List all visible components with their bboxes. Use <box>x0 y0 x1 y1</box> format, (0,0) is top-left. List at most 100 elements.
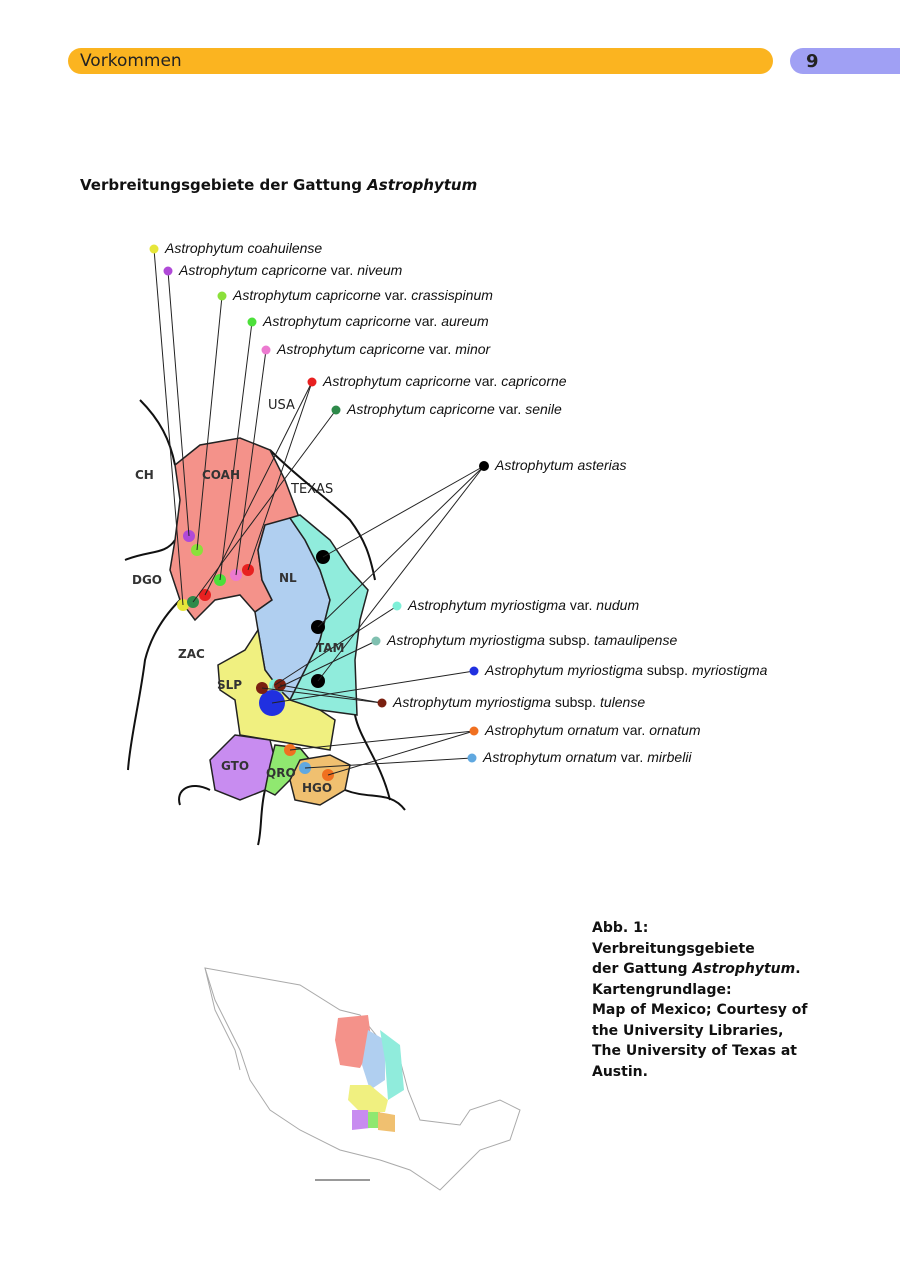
page-number-tab: 9 <box>790 48 900 74</box>
caption-line: Kartengrundlage: <box>592 981 732 998</box>
section-header-bar: Vorkommen <box>68 48 773 74</box>
heading-text: Verbreitungsgebiete der Gattung <box>80 176 368 194</box>
leader-line <box>204 381 313 596</box>
species-name: Astrophytum myriostigma <box>408 597 566 613</box>
legend-dot-icon <box>247 317 257 327</box>
leader-line <box>277 640 377 689</box>
page-number: 9 <box>806 51 819 72</box>
leader-line <box>219 321 253 581</box>
species-name: Astrophytum capricorne <box>277 341 425 357</box>
legend-item: Astrophytum myriostigma var. nudum <box>408 597 639 613</box>
legend-dot-icon <box>371 636 381 646</box>
legend-item: Astrophytum myriostigma subsp. myriostig… <box>485 662 767 678</box>
leader-line <box>317 465 485 682</box>
label-zac: ZAC <box>178 647 205 661</box>
legend-item: Astrophytum myriostigma subsp. tamaulipe… <box>387 632 677 648</box>
label-ch: CH <box>135 468 154 482</box>
leader-line <box>289 730 475 751</box>
species-name: Astrophytum capricorne <box>263 313 411 329</box>
leader-line <box>317 465 485 628</box>
label-hgo: HGO <box>302 781 332 795</box>
legend-item: Astrophytum capricorne var. crassispinum <box>233 287 493 303</box>
species-name: Astrophytum myriostigma <box>387 632 545 648</box>
infraspecific-epithet: tamaulipense <box>593 632 678 648</box>
label-tam: TAM <box>316 641 344 655</box>
rank: var. <box>410 313 442 329</box>
caption-line: Austin. <box>592 1063 648 1080</box>
label-coah: COAH <box>202 468 240 482</box>
caption-text: der Gattung <box>592 961 693 977</box>
legend-dot-icon <box>479 461 489 471</box>
infraspecific-epithet: ornatum <box>649 722 701 738</box>
label-texas: TEXAS <box>290 482 333 497</box>
infraspecific-epithet: aureum <box>441 313 489 329</box>
species-name: Astrophytum capricorne <box>233 287 381 303</box>
legend-item: Astrophytum capricorne var. capricorne <box>323 373 567 389</box>
label-dgo: DGO <box>132 573 162 587</box>
infraspecific-epithet: niveum <box>357 262 403 278</box>
figure-caption: Abb. 1: Verbreitungsgebiete der Gattung … <box>592 918 808 1082</box>
legend-dot-icon <box>469 666 479 676</box>
label-gto: GTO <box>221 759 249 773</box>
legend-dot-icon <box>392 601 402 611</box>
rank: subsp. <box>550 694 600 710</box>
rank: subsp. <box>642 662 692 678</box>
leader-line <box>327 730 475 776</box>
caption-line: Abb. 1: <box>592 920 649 936</box>
border-lines <box>124 399 406 846</box>
leader-line <box>304 757 473 769</box>
leader-line <box>167 270 190 537</box>
caption-line: The University of Texas at <box>592 1043 797 1059</box>
infraspecific-epithet: crassispinum <box>411 287 493 303</box>
legend-dot-icon <box>467 753 477 763</box>
region-hgo <box>289 754 351 806</box>
leader-line <box>279 684 383 704</box>
infraspecific-epithet: tulense <box>599 694 646 710</box>
leader-line <box>271 670 475 704</box>
legend-item: Astrophytum ornatum var. ornatum <box>485 722 701 738</box>
overview-map-mexico <box>204 967 521 1191</box>
species-name: Astrophytum ornatum <box>485 722 619 738</box>
infraspecific-epithet: senile <box>525 401 562 417</box>
caption-line: Verbreitungsgebiete <box>592 940 755 957</box>
label-qro: QRO <box>266 766 296 780</box>
section-title: Vorkommen <box>80 51 182 71</box>
figure-heading: Verbreitungsgebiete der Gattung Astrophy… <box>80 176 477 194</box>
legend-dot-icon <box>331 405 341 415</box>
infraspecific-epithet: nudum <box>596 597 640 613</box>
rank: var. <box>326 262 358 278</box>
infraspecific-epithet: mirbelii <box>647 749 692 765</box>
species-name: Astrophytum ornatum <box>483 749 617 765</box>
species-name: Astrophytum coahuilense <box>165 240 323 256</box>
rank: var. <box>616 749 648 765</box>
rank: var. <box>380 287 412 303</box>
legend-dot-icon <box>149 244 159 254</box>
rank: var. <box>470 373 502 389</box>
species-name: Astrophytum asterias <box>495 457 627 473</box>
label-slp: SLP <box>217 678 242 692</box>
leader-line <box>322 465 485 558</box>
caption-line: the University Libraries, <box>592 1022 784 1039</box>
leader-line <box>153 248 184 606</box>
rank: var. <box>494 401 526 417</box>
infraspecific-epithet: myriostigma <box>691 662 768 678</box>
species-name: Astrophytum myriostigma <box>485 662 643 678</box>
legend-item: Astrophytum coahuilense <box>165 240 322 256</box>
infraspecific-epithet: minor <box>455 341 491 357</box>
leader-line <box>247 381 313 571</box>
region-qro <box>264 744 312 796</box>
legend-item: Astrophytum myriostigma subsp. tulense <box>393 694 645 710</box>
leader-line <box>261 687 383 704</box>
legend-dot-icon <box>469 726 479 736</box>
leader-line <box>274 605 398 686</box>
rank: var. <box>618 722 650 738</box>
species-name: Astrophytum capricorne <box>179 262 327 278</box>
leader-line <box>192 409 337 603</box>
label-nl: NL <box>279 571 297 585</box>
caption-genus: Astrophytum <box>692 961 796 977</box>
legend-dot-icon <box>307 377 317 387</box>
species-name: Astrophytum capricorne <box>347 401 495 417</box>
rank: var. <box>424 341 456 357</box>
